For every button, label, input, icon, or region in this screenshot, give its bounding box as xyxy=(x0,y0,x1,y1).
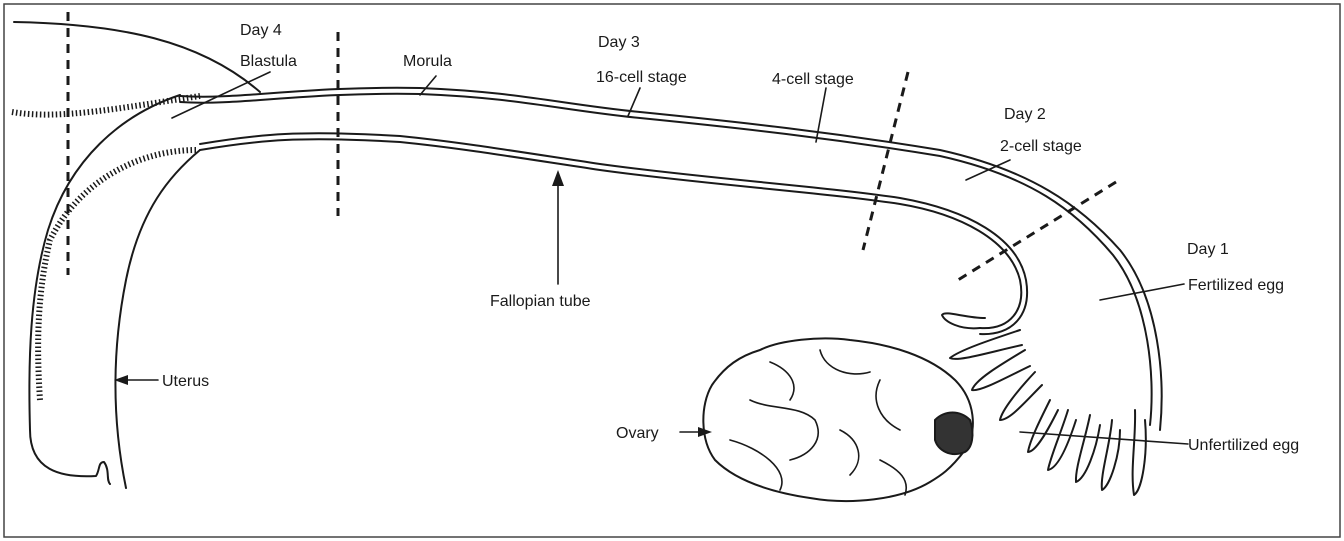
uterus-outer-wall xyxy=(14,22,260,484)
divider-day2 xyxy=(863,72,908,250)
fallopian-tube-lower-inner xyxy=(200,133,1027,334)
arrow-uterus xyxy=(114,375,158,385)
label-morula: Morula xyxy=(403,53,452,70)
uterine-lining xyxy=(12,96,200,400)
arrow-ovary xyxy=(680,427,712,437)
fallopian-tube-lower xyxy=(200,139,1021,328)
ovary xyxy=(703,338,973,501)
leader-unfertilized xyxy=(1020,432,1188,444)
label-2cell-stage: 2-cell stage xyxy=(1000,138,1082,155)
label-day4: Day 4 xyxy=(240,22,282,39)
label-16cell-stage: 16-cell stage xyxy=(596,69,687,86)
leader-morula xyxy=(420,76,436,95)
label-fallopian-tube: Fallopian tube xyxy=(490,293,591,310)
divider-day1 xyxy=(958,182,1116,280)
label-blastula: Blastula xyxy=(240,53,297,70)
label-uterus: Uterus xyxy=(162,373,209,390)
label-fertilized-egg: Fertilized egg xyxy=(1188,277,1284,294)
uterus-inner-wall xyxy=(116,150,201,488)
label-ovary: Ovary xyxy=(616,425,659,442)
label-unfertilized-egg: Unfertilized egg xyxy=(1188,437,1299,454)
label-day2: Day 2 xyxy=(1004,106,1046,123)
label-day3: Day 3 xyxy=(598,34,640,51)
arrow-fallopian xyxy=(552,170,564,284)
label-day1: Day 1 xyxy=(1187,241,1229,258)
ovary-follicle xyxy=(935,413,972,455)
fimbriae xyxy=(942,313,1146,495)
label-4cell-stage: 4-cell stage xyxy=(772,71,854,88)
